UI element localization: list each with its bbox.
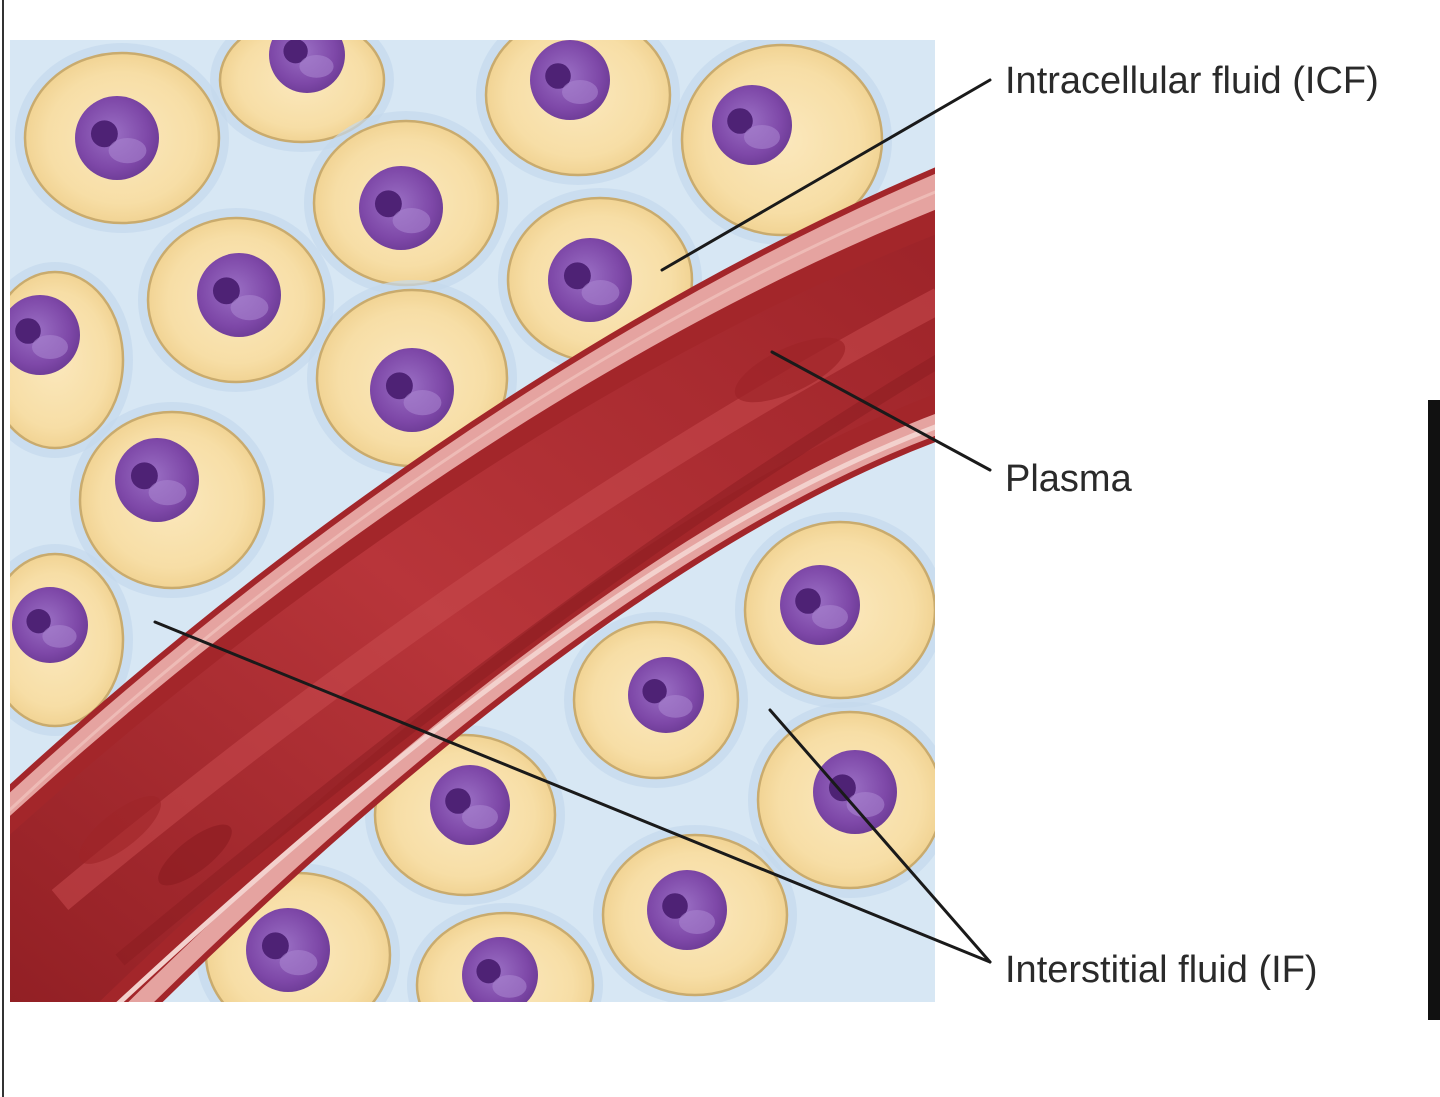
cell-nucleolus <box>662 893 688 919</box>
cell-chromatin <box>658 695 693 718</box>
cell-chromatin <box>679 910 715 934</box>
cell-chromatin <box>230 295 269 321</box>
cell-chromatin <box>846 792 885 818</box>
frame-bar-right <box>1428 400 1440 1020</box>
vessel-rim-highlight <box>10 190 935 812</box>
blood-vessel <box>10 167 935 1002</box>
cell-nucleolus <box>828 774 856 802</box>
cell-chromatin <box>403 390 442 416</box>
cell-nucleolus <box>261 932 289 960</box>
cell-nucleolus <box>130 462 158 490</box>
leader-line-if-2 <box>768 708 992 964</box>
tissue-panel <box>10 40 935 1002</box>
red-blood-cell <box>158 824 232 886</box>
leader-line-icf <box>660 78 992 272</box>
cell-chromatin <box>812 605 848 629</box>
cell-chromatin <box>562 80 598 104</box>
cell-nucleolus <box>26 609 51 634</box>
cell-nucleolus <box>15 318 41 344</box>
cell-nucleolus <box>385 372 413 400</box>
cell-chromatin <box>279 950 318 976</box>
cell-nucleolus <box>90 120 118 148</box>
cell-chromatin <box>108 138 147 164</box>
cell-chromatin <box>392 208 431 234</box>
cell-chromatin <box>744 125 780 149</box>
red-blood-cell <box>79 796 161 864</box>
cell-nucleolus <box>445 788 471 814</box>
cell-nucleolus <box>727 108 753 134</box>
vessel-streak <box>115 354 935 966</box>
cell-chromatin <box>581 280 620 306</box>
cell-nucleolus <box>642 679 667 704</box>
cells-group <box>10 40 935 1002</box>
cell-chromatin <box>32 335 68 359</box>
cell-chromatin <box>148 480 187 506</box>
cell-nucleolus <box>476 959 501 984</box>
leader-line-plasma <box>770 350 992 472</box>
label-plasma: Plasma <box>1005 458 1133 500</box>
cell-chromatin <box>299 55 334 78</box>
cell-nucleolus <box>212 277 240 305</box>
cell-nucleolus <box>545 63 571 89</box>
cell-chromatin <box>492 975 527 998</box>
cell-chromatin <box>42 625 77 648</box>
label-interstitial-fluid: Interstitial fluid (IF) <box>1005 949 1318 991</box>
cell-nucleolus <box>563 262 591 290</box>
label-intracellular-fluid: Intracellular fluid (ICF) <box>1005 60 1379 102</box>
cell-chromatin <box>462 805 498 829</box>
leader-line-if-1 <box>153 620 992 964</box>
cell-nucleolus <box>283 40 308 64</box>
cell-nucleolus <box>374 190 402 218</box>
red-blood-cell <box>734 337 846 403</box>
cell-nucleolus <box>795 588 821 614</box>
vessel-rim-highlight <box>116 424 935 1002</box>
